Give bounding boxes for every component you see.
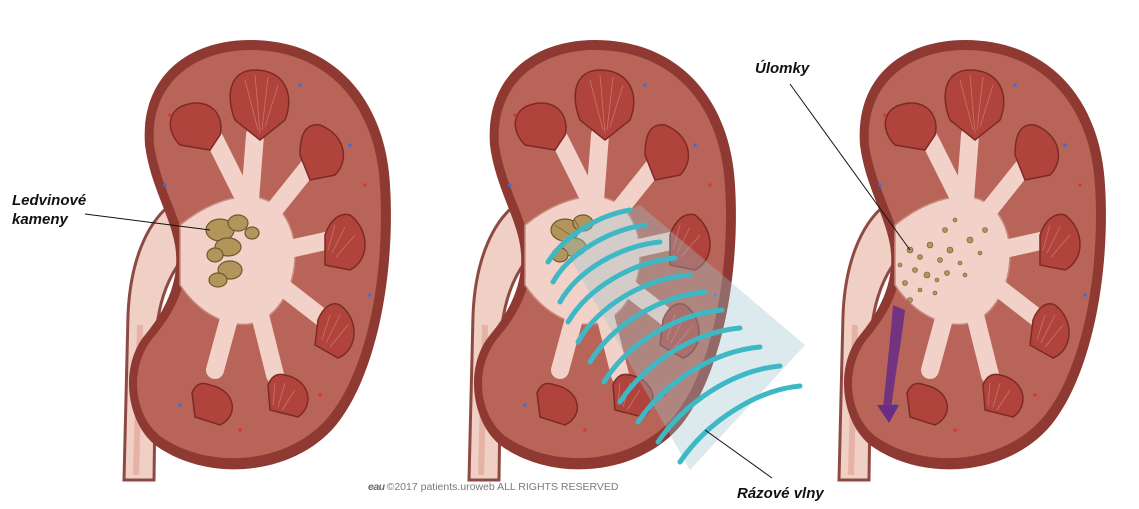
shock-waves-label: Rázové vlny xyxy=(737,484,824,503)
fragments-label: Úlomky xyxy=(755,59,809,78)
kidney-with-stones xyxy=(124,40,391,480)
kidney-with-fragments xyxy=(839,40,1106,480)
eau-logo: eau xyxy=(368,481,385,493)
waves-pointer xyxy=(705,430,772,478)
kidney-stones-label: Ledvinové kameny xyxy=(12,191,86,229)
copyright-text: ©2017 patients.uroweb ALL RIGHTS RESERVE… xyxy=(387,481,619,493)
copyright-notice: eau©2017 patients.uroweb ALL RIGHTS RESE… xyxy=(368,481,618,493)
kidney-stones-label-line2: kameny xyxy=(12,210,86,229)
kidney-stones-label-line1: Ledvinové xyxy=(12,191,86,210)
